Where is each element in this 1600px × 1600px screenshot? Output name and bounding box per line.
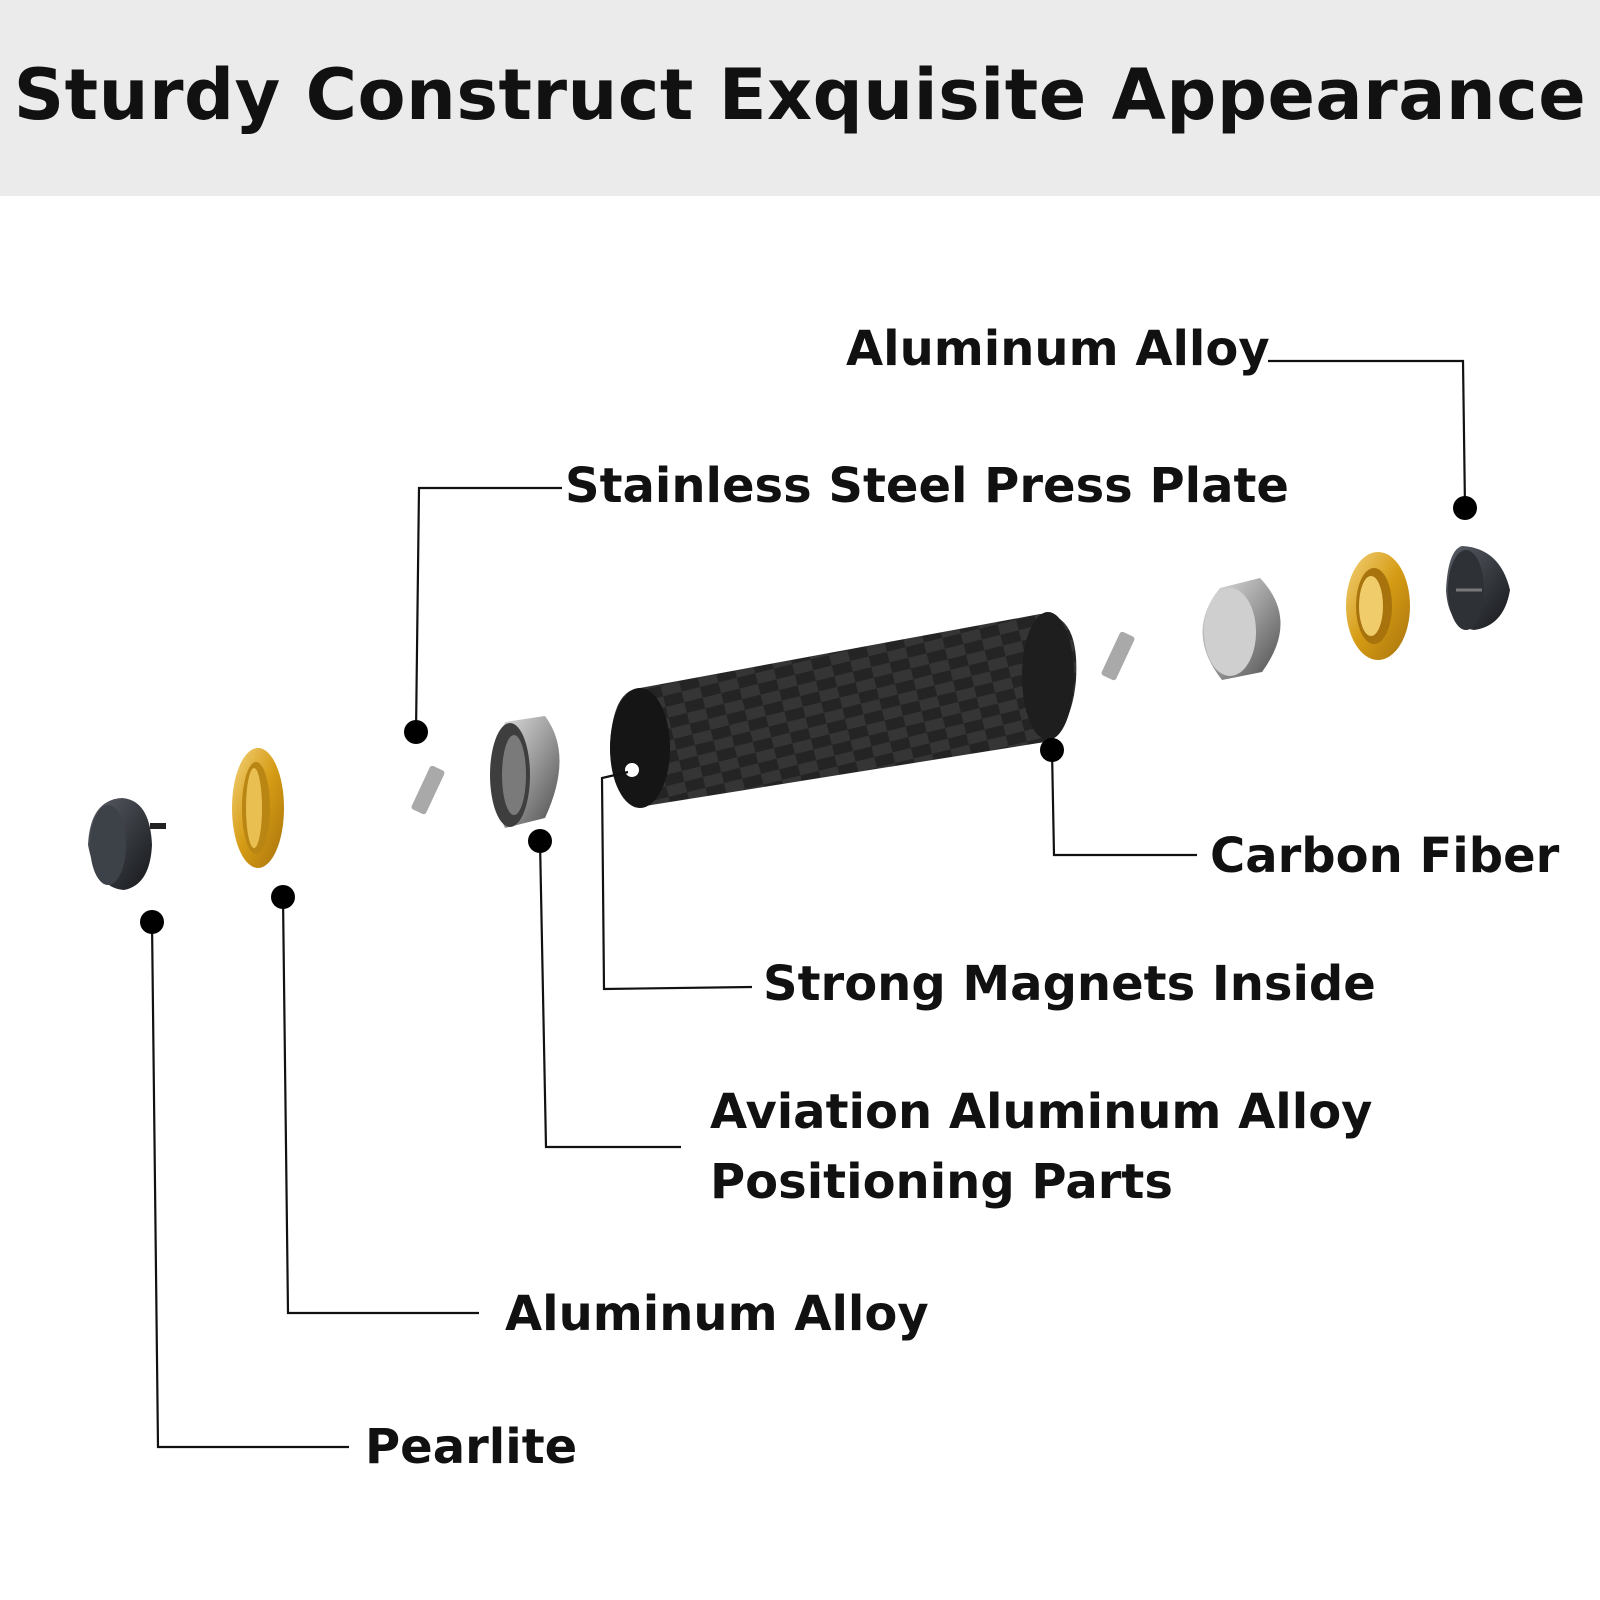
label-carbon-fiber: Carbon Fiber <box>1210 828 1560 884</box>
dot-aviation <box>528 829 552 853</box>
label-aviation-line-1: Aviation Aluminum Alloy <box>710 1084 1373 1140</box>
label-aluminum-alloy-bottom: Aluminum Alloy <box>505 1286 929 1342</box>
stainless-steel-press-plate-right <box>1101 631 1135 681</box>
dot-aluminum-top <box>1453 496 1477 520</box>
leader-aviation <box>538 840 681 1149</box>
leader-pearlite <box>150 921 349 1449</box>
magnet-hole <box>625 763 639 777</box>
steel-cone-part <box>1202 578 1281 680</box>
label-strong-magnets-inside: Strong Magnets Inside <box>763 956 1376 1012</box>
carbon-fiber-tube <box>610 612 1077 808</box>
title-banner: Sturdy Construct Exquisite Appearance <box>0 0 1600 196</box>
leader-dots <box>140 496 1477 934</box>
label-pearlite: Pearlite <box>365 1419 578 1475</box>
leader-stainless-plate <box>414 486 562 733</box>
label-stainless-steel-press-plate: Stainless Steel Press Plate <box>565 458 1289 514</box>
aviation-aluminum-positioning-part <box>490 716 560 828</box>
aluminum-alloy-cap-right <box>1446 546 1510 630</box>
dot-pearlite <box>140 910 164 934</box>
label-aviation-line-2: Positioning Parts <box>710 1153 1173 1210</box>
dot-stainless-plate <box>404 720 428 744</box>
leader-lines <box>150 359 1467 1449</box>
leader-aluminum-top <box>1268 359 1467 509</box>
label-aluminum-alloy-top: Aluminum Alloy <box>846 321 1270 377</box>
dot-carbon-fiber <box>1040 738 1064 762</box>
aluminum-alloy-ring-right <box>1346 552 1410 660</box>
stainless-steel-press-plate-part <box>411 765 445 815</box>
page-title: Sturdy Construct Exquisite Appearance <box>13 54 1587 136</box>
leader-aluminum-bottom <box>281 896 479 1315</box>
leader-strong-magnets <box>600 770 753 991</box>
leader-carbon-fiber <box>1050 749 1197 857</box>
dot-aluminum-bottom <box>271 885 295 909</box>
aluminum-alloy-ring-left <box>232 748 284 868</box>
pearlite-cap-part <box>88 798 166 890</box>
label-aviation-aluminum-alloy: Aviation Aluminum Alloy Positioning Part… <box>710 1078 1372 1217</box>
